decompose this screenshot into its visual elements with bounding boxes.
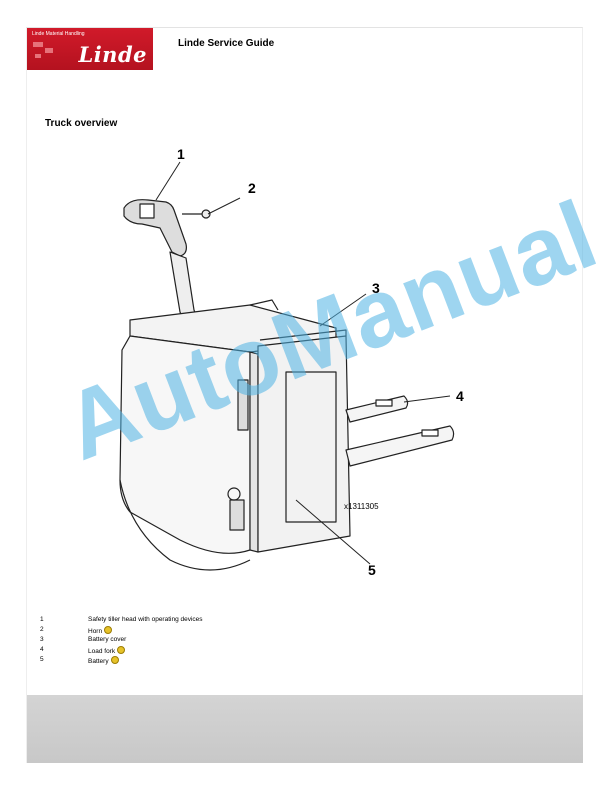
legend-text: Horn	[88, 626, 113, 635]
legend-number: 3	[40, 636, 44, 643]
truck-illustration: 1 2 3 4 5 x1311305	[100, 140, 500, 590]
callout-2: 2	[248, 180, 256, 196]
section-title: Truck overview	[45, 118, 118, 129]
ex-warning-icon	[110, 656, 119, 664]
page-frame	[26, 27, 583, 763]
legend-number: 5	[40, 656, 44, 663]
callout-3: 3	[372, 280, 380, 296]
truck-drawing	[119, 161, 455, 571]
callout-5: 5	[368, 562, 376, 578]
linde-logo: Linde Material Handling Linde	[27, 28, 153, 70]
logo-tagline: Linde Material Handling	[32, 31, 85, 37]
image-code: x1311305	[344, 502, 379, 511]
legend-text: Battery cover	[88, 636, 127, 643]
guide-title: Linde Service Guide	[178, 38, 275, 49]
callout-4: 4	[456, 388, 464, 404]
legend-text: Safety tiller head with operating device…	[88, 616, 203, 623]
callout-1: 1	[177, 146, 185, 162]
legend-text: Battery	[88, 656, 119, 665]
legend-text: Load fork	[88, 646, 126, 655]
legend-number: 2	[40, 626, 44, 633]
ex-warning-icon	[104, 626, 113, 634]
legend-number: 4	[40, 646, 44, 653]
legend-number: 1	[40, 616, 44, 623]
footer-band	[27, 695, 583, 763]
logo-brand: Linde	[78, 42, 147, 67]
ex-warning-icon	[117, 646, 126, 654]
